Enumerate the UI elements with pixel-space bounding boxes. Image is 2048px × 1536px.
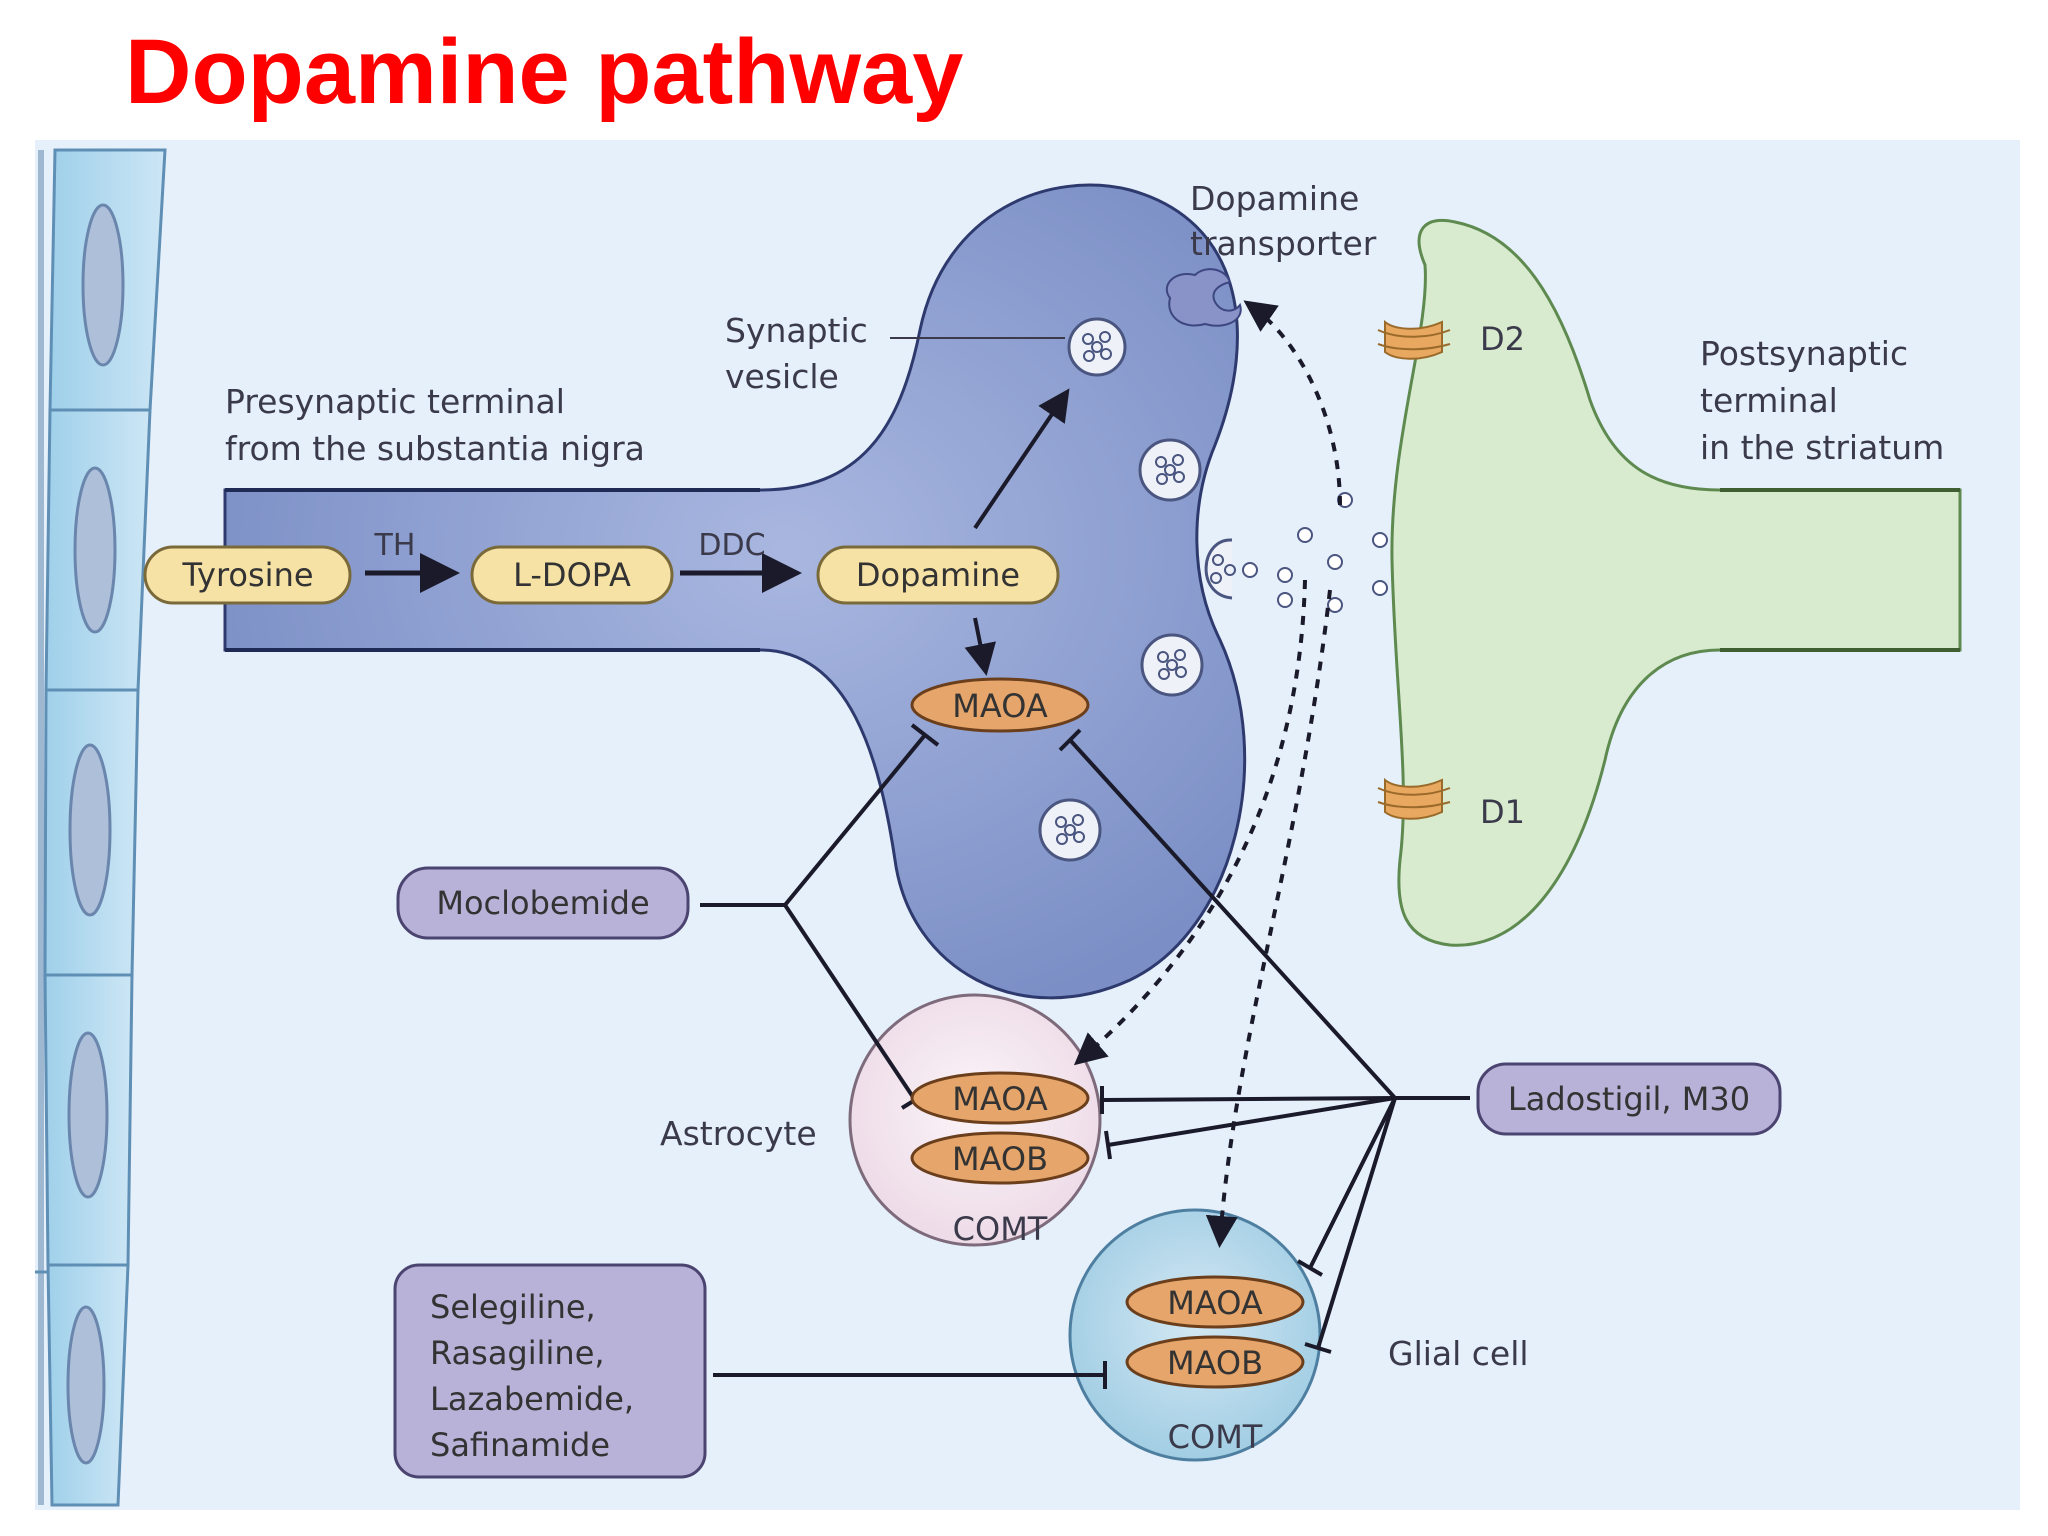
- dopamine-transporter-label-line2: transporter: [1190, 224, 1377, 263]
- dopamine-molecule: [1242, 562, 1258, 578]
- moclobemide-box: Moclobemide: [396, 866, 690, 940]
- ladostigil-label: Ladostigil, M30: [1508, 1080, 1750, 1118]
- d1-receptor-label: D1: [1480, 793, 1525, 831]
- synaptic-vesicles: [1038, 317, 1236, 862]
- postsynaptic-terminal: [1390, 218, 1962, 947]
- astrocyte-uptake-arrow: [1073, 579, 1307, 1066]
- postsynaptic-label-line2: terminal: [1700, 381, 1838, 420]
- rasagiline-label: Rasagiline,: [430, 1334, 605, 1372]
- astrocyte-label: Astrocyte: [660, 1114, 817, 1153]
- synaptic-vesicle-label-line2: vesicle: [725, 357, 839, 396]
- reuptake-arrow: [1243, 300, 1342, 506]
- dopamine-molecules: [1242, 492, 1388, 613]
- synaptic-vesicle: [1038, 798, 1102, 862]
- presynaptic-label-line1: Presynaptic terminal: [225, 382, 565, 421]
- dopamine-transporter-label-line1: Dopamine: [1190, 179, 1359, 218]
- postsynaptic-label-line1: Postsynaptic: [1700, 334, 1908, 373]
- tyrosine-pill: Tyrosine: [143, 545, 352, 605]
- presynaptic-label-line2: from the substantia nigra: [225, 429, 645, 468]
- presynaptic-terminal: [223, 183, 1247, 1000]
- dopamine-molecule: [1277, 592, 1293, 608]
- l-dopa-label: L-DOPA: [513, 556, 631, 594]
- dopamine-pill: Dopamine: [816, 545, 1060, 605]
- synaptic-vesicle: [1140, 633, 1204, 697]
- dopamine-molecule: [1372, 532, 1388, 548]
- astrocyte-maob-enzyme: MAOB: [910, 1131, 1090, 1185]
- safinamide-label: Safinamide: [430, 1426, 610, 1464]
- page-title: Dopamine pathway: [125, 21, 964, 123]
- cell-nucleus: [68, 743, 112, 917]
- moclobemide-label: Moclobemide: [436, 884, 649, 922]
- synaptic-vesicle: [1067, 317, 1127, 377]
- th-enzyme-label: TH: [374, 528, 416, 563]
- dopamine-molecule: [1297, 527, 1313, 543]
- synaptic-vesicle-label-line1: Synaptic: [725, 311, 868, 350]
- cell-nucleus: [81, 203, 125, 367]
- ladostigil-box: Ladostigil, M30: [1476, 1062, 1782, 1136]
- dopamine-molecule: [1277, 567, 1293, 583]
- selegiline-label: Selegiline,: [430, 1288, 596, 1326]
- maob-inhibitors-box: Selegiline, Rasagiline, Lazabemide, Safi…: [393, 1263, 707, 1479]
- d1-receptor: [1377, 777, 1451, 820]
- maoa-label: MAOA: [1167, 1284, 1263, 1322]
- glial-cell-label: Glial cell: [1388, 1334, 1529, 1373]
- glial-maoa-enzyme: MAOA: [1125, 1275, 1305, 1329]
- astrocyte-comt-label: COMT: [953, 1210, 1048, 1248]
- exocytosis-vesicle: [1204, 538, 1236, 600]
- cell-nucleus: [66, 1305, 106, 1465]
- maoa-label: MAOA: [952, 687, 1048, 725]
- dopamine-molecule: [1327, 554, 1343, 570]
- endothelial-wall: [35, 148, 167, 1507]
- maob-label: MAOB: [1167, 1344, 1263, 1382]
- lazabemide-label: Lazabemide,: [430, 1380, 634, 1418]
- glial-comt-label: COMT: [1168, 1418, 1263, 1456]
- l-dopa-pill: L-DOPA: [470, 545, 674, 605]
- dopamine-molecule: [1327, 597, 1343, 613]
- synaptic-vesicle: [1138, 438, 1202, 502]
- maob-label: MAOB: [952, 1140, 1048, 1178]
- arrow-to-maoa: [964, 617, 996, 676]
- maoa-label: MAOA: [952, 1080, 1048, 1118]
- astrocyte-maoa-enzyme: MAOA: [910, 1071, 1090, 1125]
- d2-receptor-label: D2: [1480, 320, 1525, 358]
- maob-drugs-inhibition: [713, 1361, 1107, 1389]
- tyrosine-label: Tyrosine: [181, 556, 313, 594]
- dopamine-transporter-icon: [1165, 268, 1242, 327]
- neuron-maoa-enzyme: MAOA: [910, 677, 1090, 733]
- postsynaptic-label-line3: in the striatum: [1700, 428, 1944, 467]
- ladostigil-inhibition: [1058, 728, 1470, 1354]
- cell-nucleus: [67, 1031, 109, 1199]
- dopamine-molecule: [1372, 580, 1388, 596]
- arrow-to-vesicle: [973, 388, 1070, 530]
- dopamine-label: Dopamine: [856, 556, 1020, 594]
- ddc-enzyme-label: DDC: [698, 528, 765, 563]
- glial-maob-enzyme: MAOB: [1125, 1335, 1305, 1389]
- cell-nucleus: [73, 466, 117, 634]
- d2-receptor: [1377, 319, 1451, 360]
